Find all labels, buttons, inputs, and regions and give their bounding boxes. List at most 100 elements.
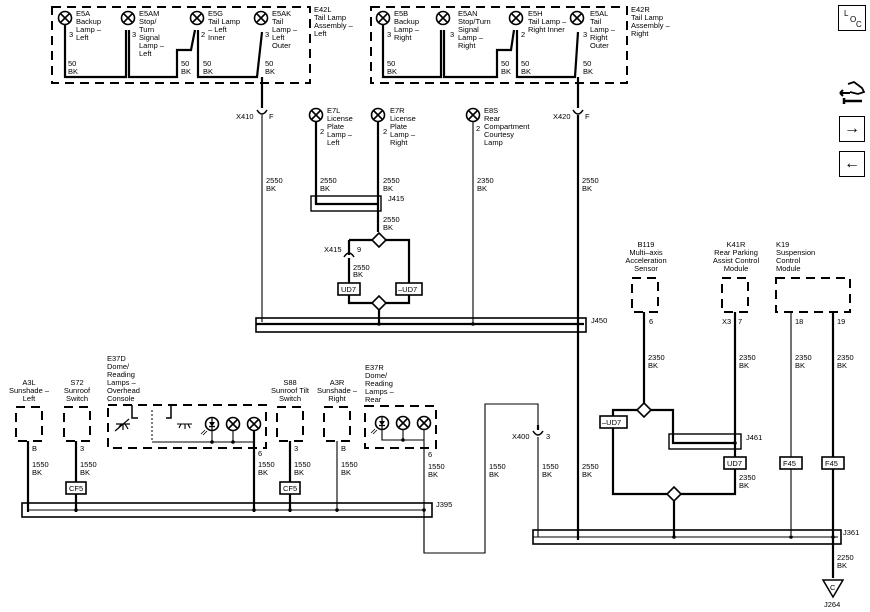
svg-text:Turn: Turn: [139, 25, 154, 34]
svg-text:3: 3: [450, 30, 454, 39]
svg-text:–UD7: –UD7: [602, 418, 621, 427]
svg-text:Lamp –: Lamp –: [458, 33, 484, 42]
svg-text:7: 7: [738, 317, 742, 326]
connector-hand-icon[interactable]: [838, 80, 866, 106]
svg-text:E7L: E7L: [327, 106, 340, 115]
bulb-icon: [395, 415, 411, 431]
svg-text:BK: BK: [837, 561, 847, 570]
option-diamond-icon: [371, 295, 387, 311]
led-icon: [200, 416, 220, 436]
svg-text:E37D: E37D: [107, 354, 126, 363]
next-page-button[interactable]: →: [839, 116, 865, 142]
svg-text:9: 9: [357, 245, 361, 254]
svg-text:X420: X420: [553, 112, 571, 121]
svg-text:Sunroof Tilt: Sunroof Tilt: [271, 386, 310, 395]
svg-text:2350: 2350: [739, 473, 756, 482]
lamp-e5a: E5A Backup Lamp – Left 3 50 BK: [57, 9, 102, 76]
svg-text:S88: S88: [283, 378, 296, 387]
svg-text:UD7: UD7: [727, 459, 742, 468]
svg-text:F: F: [585, 112, 590, 121]
svg-text:Assembly –: Assembly –: [314, 21, 354, 30]
svg-text:Control: Control: [776, 256, 801, 265]
module-k41r: K41R Rear Parking Assist Control Module …: [713, 240, 759, 457]
reading-lamp-switch-icon: [114, 418, 130, 432]
svg-text:Right: Right: [390, 138, 408, 147]
svg-text:2550: 2550: [320, 176, 337, 185]
svg-text:K19: K19: [776, 240, 789, 249]
svg-text:BK: BK: [265, 67, 275, 76]
svg-text:Plate: Plate: [327, 122, 344, 131]
svg-text:2: 2: [320, 127, 324, 136]
svg-text:2350: 2350: [795, 353, 812, 362]
svg-text:BK: BK: [353, 270, 363, 279]
svg-text:Dome/: Dome/: [107, 362, 130, 371]
bulb-icon: [246, 416, 262, 432]
svg-text:E8S: E8S: [484, 106, 498, 115]
e42l-tail-lamp-assembly: E42L Tail Lamp Assembly – Left E5A Backu…: [51, 5, 354, 84]
svg-text:50: 50: [68, 59, 76, 68]
svg-text:X415: X415: [324, 245, 342, 254]
bulb-icon: [569, 10, 585, 26]
svg-text:Plate: Plate: [390, 122, 407, 131]
svg-text:Reading: Reading: [107, 370, 135, 379]
svg-text:J461: J461: [746, 433, 762, 442]
bulb-icon: [253, 10, 269, 26]
svg-text:Switch: Switch: [66, 394, 88, 403]
location-button[interactable]: L O C: [838, 5, 866, 31]
svg-text:Stop/Turn: Stop/Turn: [458, 17, 491, 26]
svg-text:Lamps –: Lamps –: [365, 387, 395, 396]
svg-text:BK: BK: [739, 481, 749, 490]
svg-text:Suspension: Suspension: [776, 248, 815, 257]
svg-text:Left: Left: [327, 138, 340, 147]
ud7-label: UD7: [341, 285, 356, 294]
svg-text:X410: X410: [236, 112, 254, 121]
svg-text:BK: BK: [80, 468, 90, 477]
previous-page-button[interactable]: ←: [839, 151, 865, 177]
bulb-icon: [225, 416, 241, 432]
svg-text:Right: Right: [458, 41, 476, 50]
svg-text:License: License: [390, 114, 416, 123]
svg-text:Left: Left: [314, 29, 327, 38]
svg-text:E5AK: E5AK: [272, 9, 291, 18]
svg-text:50: 50: [203, 59, 211, 68]
svg-text:BK: BK: [739, 361, 749, 370]
svg-text:2550: 2550: [383, 215, 400, 224]
svg-text:Compartment: Compartment: [484, 122, 530, 131]
svg-text:F: F: [269, 112, 274, 121]
svg-text:Right: Right: [590, 33, 608, 42]
svg-text:19: 19: [837, 317, 845, 326]
svg-text:BK: BK: [583, 67, 593, 76]
svg-text:BK: BK: [542, 470, 552, 479]
lamp-e5al: E5AL Tail Lamp – Right Outer 3 50 BK: [569, 9, 616, 76]
svg-text:Left: Left: [272, 33, 285, 42]
svg-text:1550: 1550: [80, 460, 97, 469]
svg-text:X3: X3: [722, 317, 731, 326]
svg-text:Dome/: Dome/: [365, 371, 388, 380]
svg-text:6: 6: [649, 317, 653, 326]
svg-text:B: B: [32, 444, 37, 453]
svg-text:BK: BK: [294, 468, 304, 477]
svg-text:2: 2: [476, 124, 480, 133]
led-icon: [370, 415, 390, 435]
svg-text:Rear: Rear: [365, 395, 382, 404]
svg-text:Lamp –: Lamp –: [590, 25, 616, 34]
svg-text:2550: 2550: [383, 176, 400, 185]
svg-text:E42R: E42R: [631, 5, 650, 14]
svg-text:3: 3: [583, 30, 587, 39]
svg-text:50: 50: [181, 59, 189, 68]
svg-text:BK: BK: [32, 468, 42, 477]
svg-text:E5A: E5A: [76, 9, 90, 18]
svg-text:2550: 2550: [582, 462, 599, 471]
svg-text:– Left: – Left: [208, 25, 228, 34]
svg-text:1550: 1550: [258, 460, 275, 469]
svg-text:Sensor: Sensor: [634, 264, 658, 273]
svg-text:F45: F45: [783, 459, 796, 468]
svg-text:CF5: CF5: [69, 484, 83, 493]
bulb-icon: [508, 10, 524, 26]
svg-text:2350: 2350: [739, 353, 756, 362]
svg-text:Right: Right: [631, 29, 649, 38]
lamp-e8s: E8S Rear Compartment Courtesy Lamp 2 235…: [465, 106, 530, 193]
lamp-e5g: E5G Tail Lamp – Left Inner 2 50 BK: [189, 9, 240, 76]
svg-text:BK: BK: [383, 184, 393, 193]
svg-text:2350: 2350: [648, 353, 665, 362]
